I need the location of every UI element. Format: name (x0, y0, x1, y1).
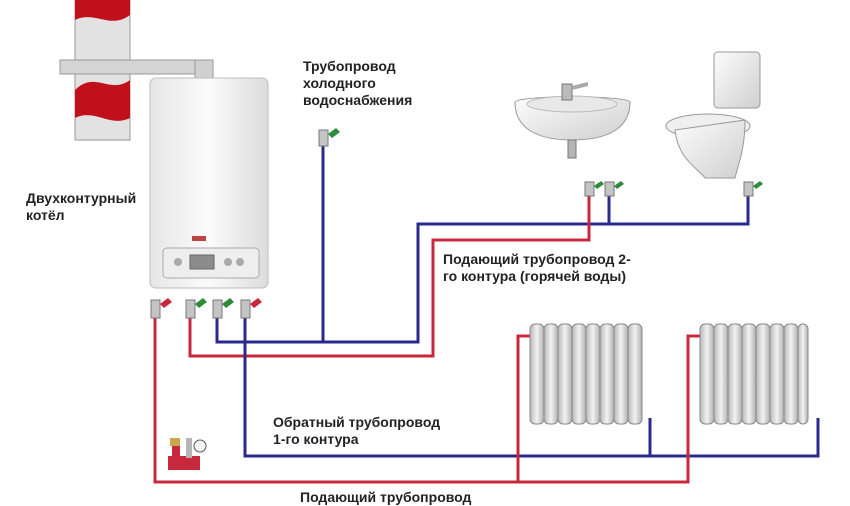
safety-group (168, 438, 207, 470)
radiator-2 (699, 323, 809, 425)
toilet (665, 51, 761, 179)
boiler-label: Двухконтурный котёл (26, 190, 137, 223)
heating-supply-to-radiator-1 (516, 334, 530, 482)
cold-water-inlet-valve (318, 128, 340, 147)
hot-water-supply-label: Подающий трубопровод 2- го контура (горя… (443, 251, 631, 284)
supply-pipe-label: Подающий трубопровод (300, 489, 472, 505)
cold-water-pipe-to-fixtures (323, 196, 750, 344)
sink-cold-valve (604, 181, 624, 197)
boiler-valve-1 (150, 298, 172, 319)
heating-supply-pipe (153, 318, 700, 484)
return-pipe-label: Обратный трубопровод 1-го контура (273, 414, 441, 447)
cold-water-pipe (215, 146, 325, 344)
boiler-valve-2 (185, 298, 207, 319)
radiator-1 (529, 323, 643, 425)
sink-hot-valve (584, 181, 604, 197)
chimney (59, 0, 214, 141)
toilet-valve (743, 181, 763, 197)
return-pipe-circuit-1 (243, 318, 820, 458)
washbasin (514, 82, 631, 159)
hot-water-supply-pipe (188, 196, 591, 358)
cold-water-label: Трубопровод холодного водоснабжения (303, 58, 413, 108)
boiler-valve-4 (240, 298, 262, 319)
double-circuit-boiler (149, 77, 269, 289)
boiler-valve-3 (212, 298, 234, 319)
